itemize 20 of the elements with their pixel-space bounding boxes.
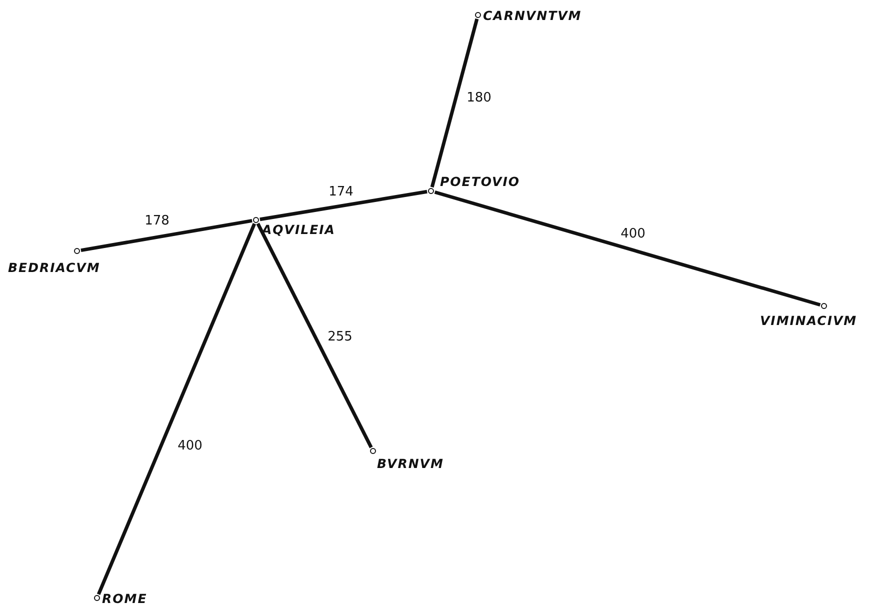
town-name: ROME [102, 591, 148, 606]
town-name: AQVILEIA [262, 222, 336, 237]
road-line [80, 218, 252, 252]
town-dot [94, 595, 100, 601]
town-dot [428, 188, 434, 194]
road-line [260, 190, 428, 222]
town-name: POETOVIO [440, 174, 520, 189]
town-dot [253, 217, 259, 223]
town-name: CARNVNTVM [483, 8, 582, 23]
town-dot [370, 448, 376, 454]
road-line [434, 190, 821, 307]
town-dot [475, 12, 481, 18]
road-line [256, 222, 373, 448]
town-dot [821, 303, 827, 309]
town-name: BEDRIACVM [8, 260, 100, 275]
road-line [430, 18, 479, 188]
town-dot [74, 248, 80, 254]
town-name: BVRNVM [377, 456, 444, 471]
town-name: VIMINACIVM [760, 313, 858, 328]
road-line [96, 223, 256, 595]
